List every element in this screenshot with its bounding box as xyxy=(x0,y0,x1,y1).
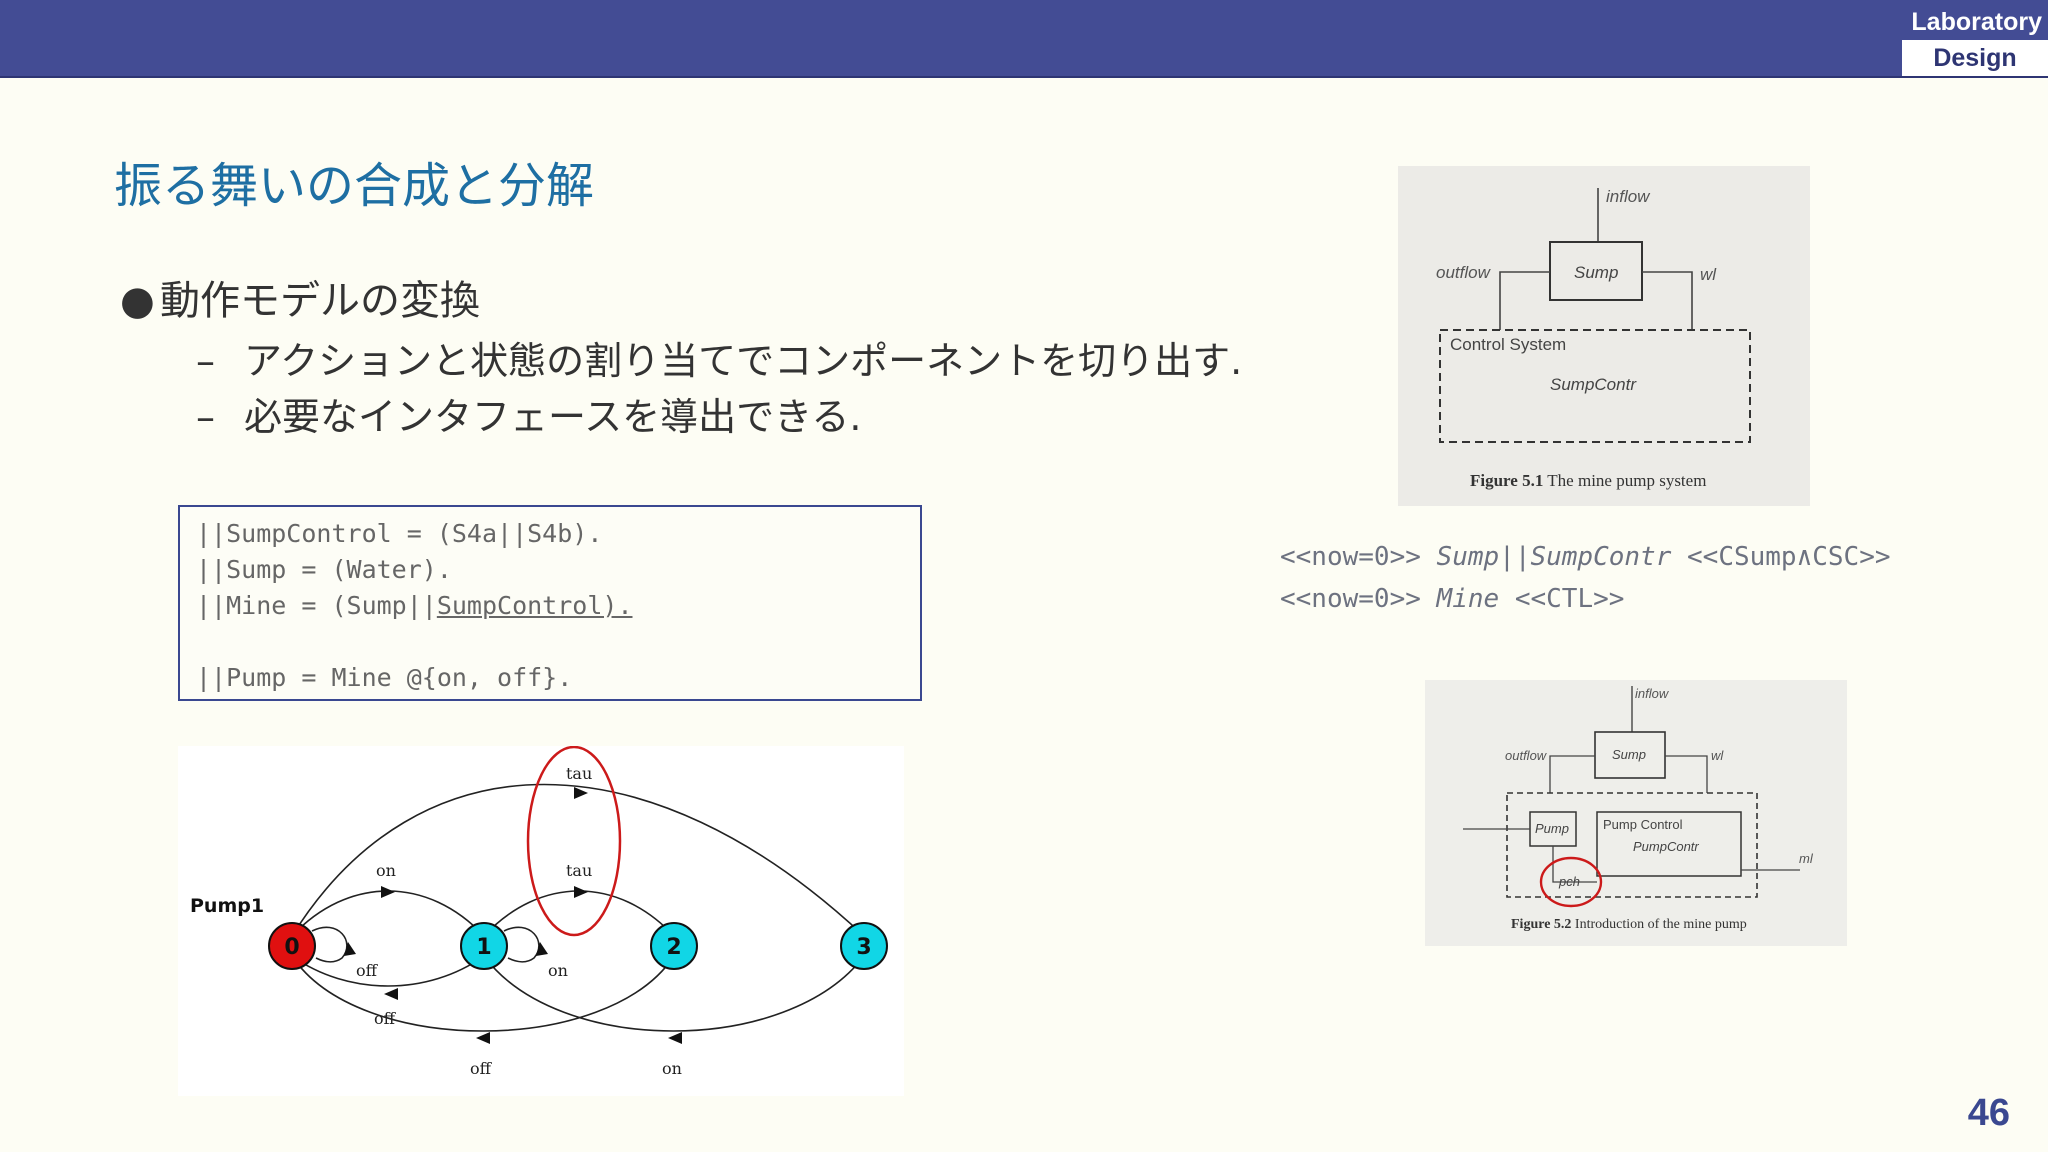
code-link[interactable]: SumpControl). xyxy=(436,591,633,620)
tau-highlight-ellipse xyxy=(526,745,622,937)
figure2-inflow: inflow xyxy=(1635,686,1670,701)
bullet-item: ●動作モデルの変換 xyxy=(120,268,480,326)
label-tau-outer: tau xyxy=(566,764,592,783)
subbullet-dash: – xyxy=(196,339,215,383)
figure1-sump: Sump xyxy=(1574,263,1618,282)
figure2-sump: Sump xyxy=(1612,747,1646,762)
arrow-head-icon xyxy=(384,988,398,1000)
figure2-caption-bold: Figure 5.2 xyxy=(1511,917,1571,932)
figure2-caption-text: Introduction of the mine pump xyxy=(1571,917,1746,932)
lts-svg: tau on tau off on off off on Pump1 0 1 2… xyxy=(178,745,904,1096)
arrow-head-icon xyxy=(476,1032,490,1044)
code-line: ||Mine = (Sump||SumpControl). xyxy=(196,591,633,620)
figure2-pch: pch xyxy=(1558,874,1580,889)
self-loop-1 xyxy=(503,926,540,963)
arrow-head-icon xyxy=(668,1032,682,1044)
figure2-outflow: outflow xyxy=(1505,748,1548,763)
figure1-outflow: outflow xyxy=(1436,263,1492,282)
figure2-ml: ml xyxy=(1799,851,1814,866)
code-line: ||Sump = (Water). xyxy=(196,555,452,584)
arrow-head-icon xyxy=(381,886,395,898)
figure1-caption-bold: Figure 5.1 xyxy=(1470,471,1543,490)
label-off-mid: off xyxy=(374,1009,397,1028)
formula-italic: Sump||SumpContr xyxy=(1436,542,1672,572)
label-off-bottom: off xyxy=(470,1059,493,1078)
self-loop-0 xyxy=(311,926,348,963)
figure-mine-pump-intro: inflow outflow Sump wl Pump Pump Control… xyxy=(1425,680,1847,946)
lts-name: Pump1 xyxy=(190,895,264,917)
label-tau-inner: tau xyxy=(566,861,592,880)
edge-3-1 xyxy=(483,955,865,1032)
formula-segment: <<now=0>> xyxy=(1280,584,1437,614)
edge-1-0 xyxy=(291,955,485,987)
figure2-svg: inflow outflow Sump wl Pump Pump Control… xyxy=(1425,680,1847,946)
arrow-head-icon xyxy=(574,886,588,898)
figure2-pump: Pump xyxy=(1535,821,1569,836)
slide-title: 振る舞いの合成と分解 xyxy=(114,158,595,214)
figure1-sump-contr: SumpContr xyxy=(1550,375,1637,394)
figure1-wl: wl xyxy=(1700,265,1717,284)
subbullet-item: –必要なインタフェースを導出できる. xyxy=(196,386,861,441)
badge-top-text: Laboratory xyxy=(1911,8,2042,36)
state-0 xyxy=(268,922,316,970)
formula-line: <<now=0>> Sump||SumpContr <<CSump∧CSC>> xyxy=(1280,542,1891,572)
subbullet-item: –アクションと状態の割り当てでコンポーネントを切り出す. xyxy=(196,330,1242,385)
label-on-bottom: on xyxy=(662,1059,682,1078)
bullet-text: 動作モデルの変換 xyxy=(160,278,480,324)
figure-mine-pump-system: inflow outflow Sump wl Control System Su… xyxy=(1398,166,1810,506)
state-3-label: 3 xyxy=(856,935,871,960)
state-1 xyxy=(460,922,508,970)
formula-segment: <<CTL>> xyxy=(1499,584,1625,614)
code-box: ||SumpControl = (S4a||S4b). ||Sump = (Wa… xyxy=(178,505,922,701)
arrow-head-icon xyxy=(536,942,548,956)
figure2-pump-control: Pump Control xyxy=(1603,817,1683,832)
code-line: ||Pump = Mine @{on, off}. xyxy=(196,663,573,692)
code-segment: ||Mine = (Sump|| xyxy=(196,591,437,620)
label-on-top: on xyxy=(376,861,396,880)
figure1-inflow: inflow xyxy=(1606,187,1651,206)
figure1-control-system: Control System xyxy=(1450,335,1566,354)
state-2 xyxy=(650,922,698,970)
badge-bottom-text: Design xyxy=(1902,40,2048,76)
label-on-self: on xyxy=(548,961,568,980)
formula-segment: <<CSump∧CSC>> xyxy=(1671,542,1891,572)
subbullet-dash: – xyxy=(196,395,215,439)
subbullet-text: アクションと状態の割り当てでコンポーネントを切り出す. xyxy=(244,339,1243,383)
bullet-dot-icon: ● xyxy=(120,278,155,324)
figure2-caption: Figure 5.2 Introduction of the mine pump xyxy=(1511,917,1747,932)
formula-italic: Mine xyxy=(1436,584,1500,614)
edge-0-3 xyxy=(291,783,865,937)
edge-2-0 xyxy=(291,955,675,1032)
state-3 xyxy=(840,922,888,970)
page-number: 46 xyxy=(1967,1092,2010,1134)
figure1-caption: Figure 5.1 The mine pump system xyxy=(1470,471,1706,490)
lab-logo-badge: Laboratory Design xyxy=(1902,4,2048,76)
figure2-wl: wl xyxy=(1711,748,1724,763)
code-line: ||SumpControl = (S4a||S4b). xyxy=(196,519,603,548)
formula-segment: <<now=0>> xyxy=(1280,542,1437,572)
arrow-head-icon xyxy=(344,942,356,956)
state-2-label: 2 xyxy=(666,935,681,960)
subbullet-text: 必要なインタフェースを導出できる. xyxy=(244,395,862,439)
arrow-head-icon xyxy=(574,787,588,799)
formula-line: <<now=0>> Mine <<CTL>> xyxy=(1280,584,1624,614)
header-bar xyxy=(0,0,2048,78)
figure2-pump-contr: PumpContr xyxy=(1633,839,1699,854)
state-0-label: 0 xyxy=(284,935,299,960)
label-off-self: off xyxy=(356,961,379,980)
lts-diagram: tau on tau off on off off on Pump1 0 1 2… xyxy=(178,745,904,1096)
state-1-label: 1 xyxy=(476,935,491,960)
figure1-caption-text: The mine pump system xyxy=(1543,471,1706,490)
figure1-svg: inflow outflow Sump wl Control System Su… xyxy=(1398,166,1810,506)
